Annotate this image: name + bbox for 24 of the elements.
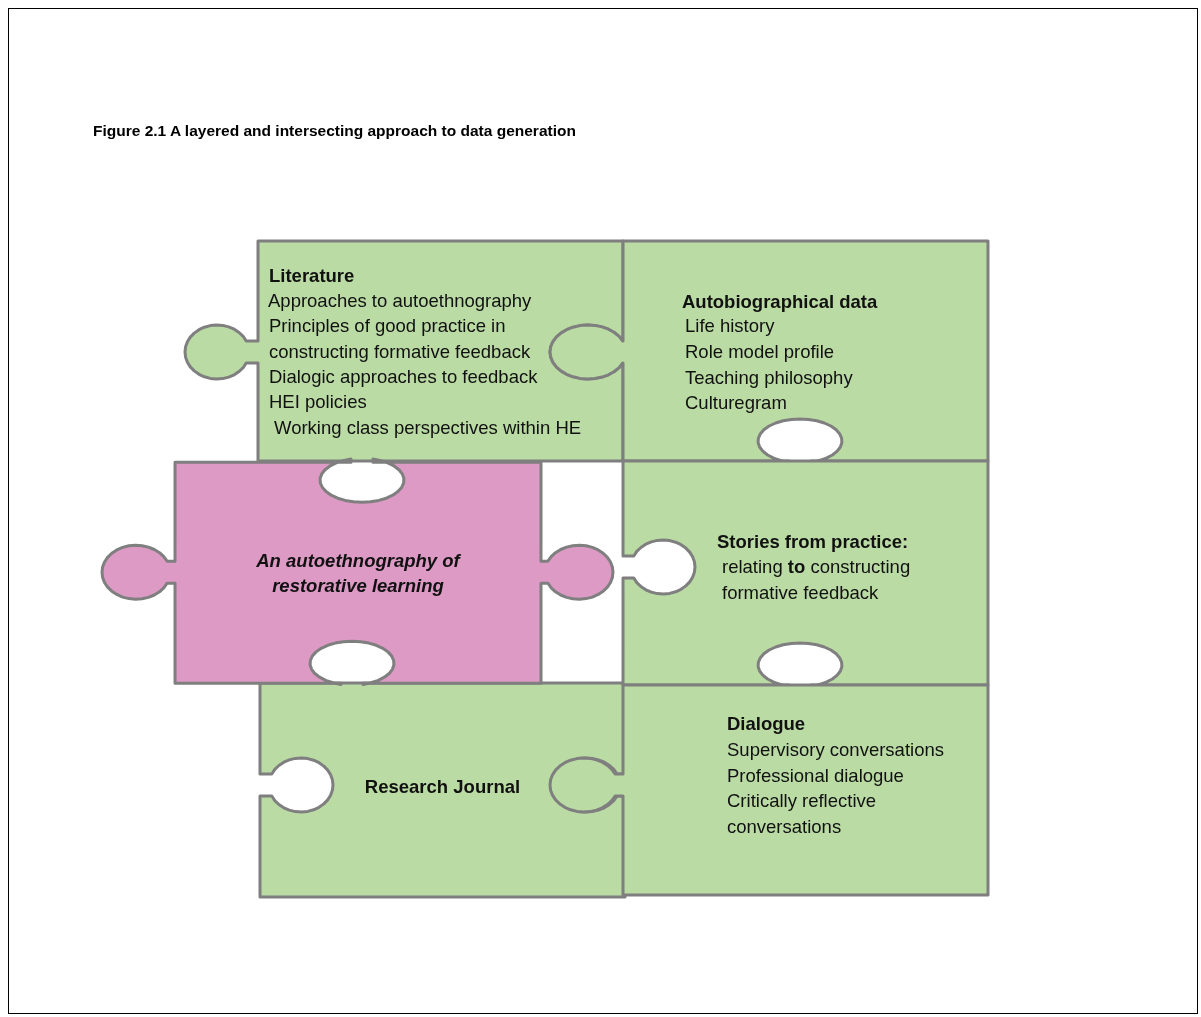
list-item: Working class perspectives within HE [274, 416, 583, 440]
list-item: Critically reflective conversations [727, 789, 878, 839]
piece-label: An autoethnography of restorative learning [255, 549, 462, 599]
list-item: relating to constructing formative feedback [722, 555, 912, 605]
list-item: Principles of good practice in constructing formative feedback [269, 314, 532, 364]
list-item: Culturegram [685, 391, 788, 415]
list-item: Teaching philosophy [685, 366, 854, 390]
heading: Autobiographical data [682, 290, 879, 314]
heading: Literature [269, 264, 356, 288]
heading: Stories from practice: [717, 530, 910, 554]
list-item: Life history [685, 314, 776, 338]
list-item: Supervisory conversations [727, 738, 945, 762]
list-item: Professional dialogue [727, 764, 905, 788]
figure-title: Figure 2.1 A layered and intersecting approach to data generation [93, 122, 576, 140]
piece-label: Research Journal [363, 775, 522, 799]
list-item: HEI policies [269, 390, 368, 414]
heading: Dialogue [727, 712, 807, 736]
puzzle-piece [100, 456, 615, 687]
list-item: Approaches to autoethnography [268, 289, 533, 313]
puzzle-piece [258, 681, 627, 899]
list-item: Dialogic approaches to feedback [269, 365, 539, 389]
puzzle-piece [183, 239, 625, 463]
puzzle-piece [548, 683, 990, 897]
list-item: Role model profile [685, 340, 836, 364]
